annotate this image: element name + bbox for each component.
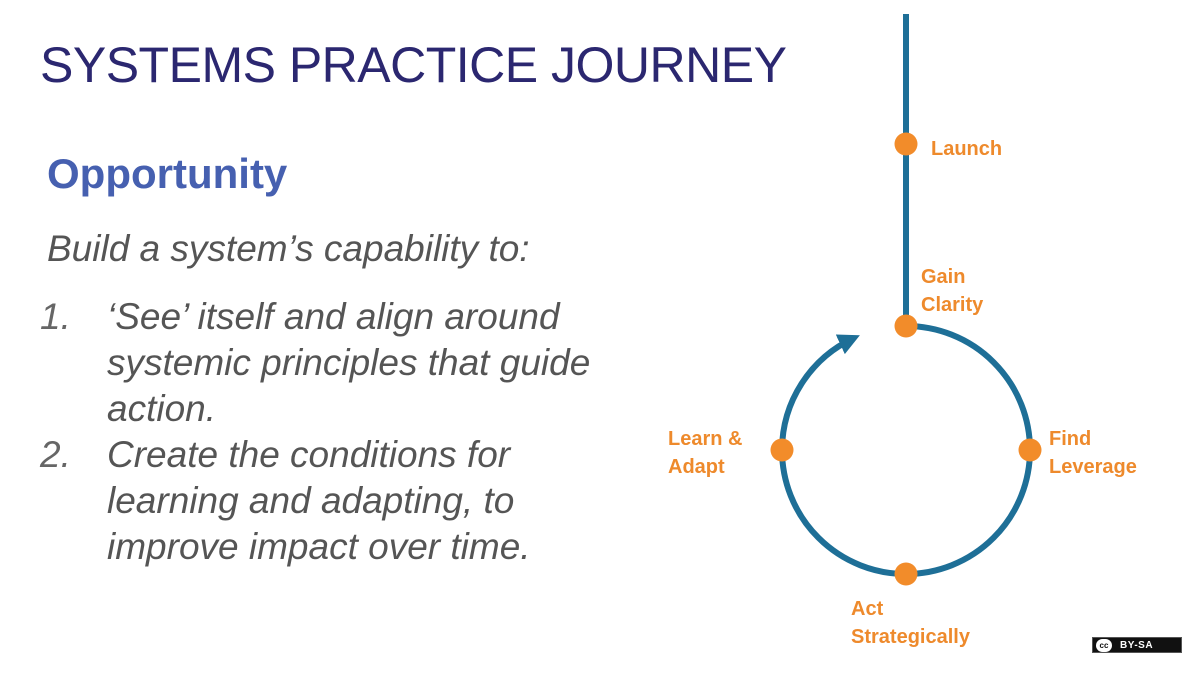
section-heading: Opportunity bbox=[47, 150, 288, 197]
slide-title: SYSTEMS PRACTICE JOURNEY bbox=[40, 37, 787, 93]
capability-list: 1. ‘See’ itself and align around systemi… bbox=[40, 294, 640, 570]
node-act-strategically bbox=[894, 562, 918, 586]
label-gain-clarity: Gain Clarity bbox=[921, 266, 984, 316]
list-item: 1. ‘See’ itself and align around systemi… bbox=[40, 294, 640, 432]
license-text: BY-SA bbox=[1120, 639, 1154, 651]
list-item-text: Create the conditions for learning and a… bbox=[107, 434, 531, 567]
node-gain-clarity bbox=[894, 314, 918, 338]
label-act-strategically: Act Strategically bbox=[851, 598, 971, 648]
list-number: 2. bbox=[40, 434, 71, 475]
node-launch bbox=[894, 132, 918, 156]
creative-commons-icon: cc bbox=[1096, 638, 1112, 652]
cycle-direction-arrow bbox=[779, 334, 860, 451]
label-launch: Launch bbox=[931, 138, 1002, 160]
journey-cycle-ring bbox=[779, 323, 1033, 578]
label-find-leverage: Find Leverage bbox=[1049, 428, 1137, 478]
list-item: 2. Create the conditions for learning an… bbox=[40, 432, 640, 570]
node-learn-adapt bbox=[770, 438, 794, 462]
intro-text: Build a system’s capability to: bbox=[47, 228, 530, 269]
list-number: 1. bbox=[40, 296, 71, 337]
node-find-leverage bbox=[1018, 438, 1042, 462]
label-learn-adapt: Learn & Adapt bbox=[668, 428, 748, 478]
cc-license-badge: cc BY-SA bbox=[1092, 637, 1182, 653]
list-item-text: ‘See’ itself and align around systemic p… bbox=[107, 296, 591, 429]
